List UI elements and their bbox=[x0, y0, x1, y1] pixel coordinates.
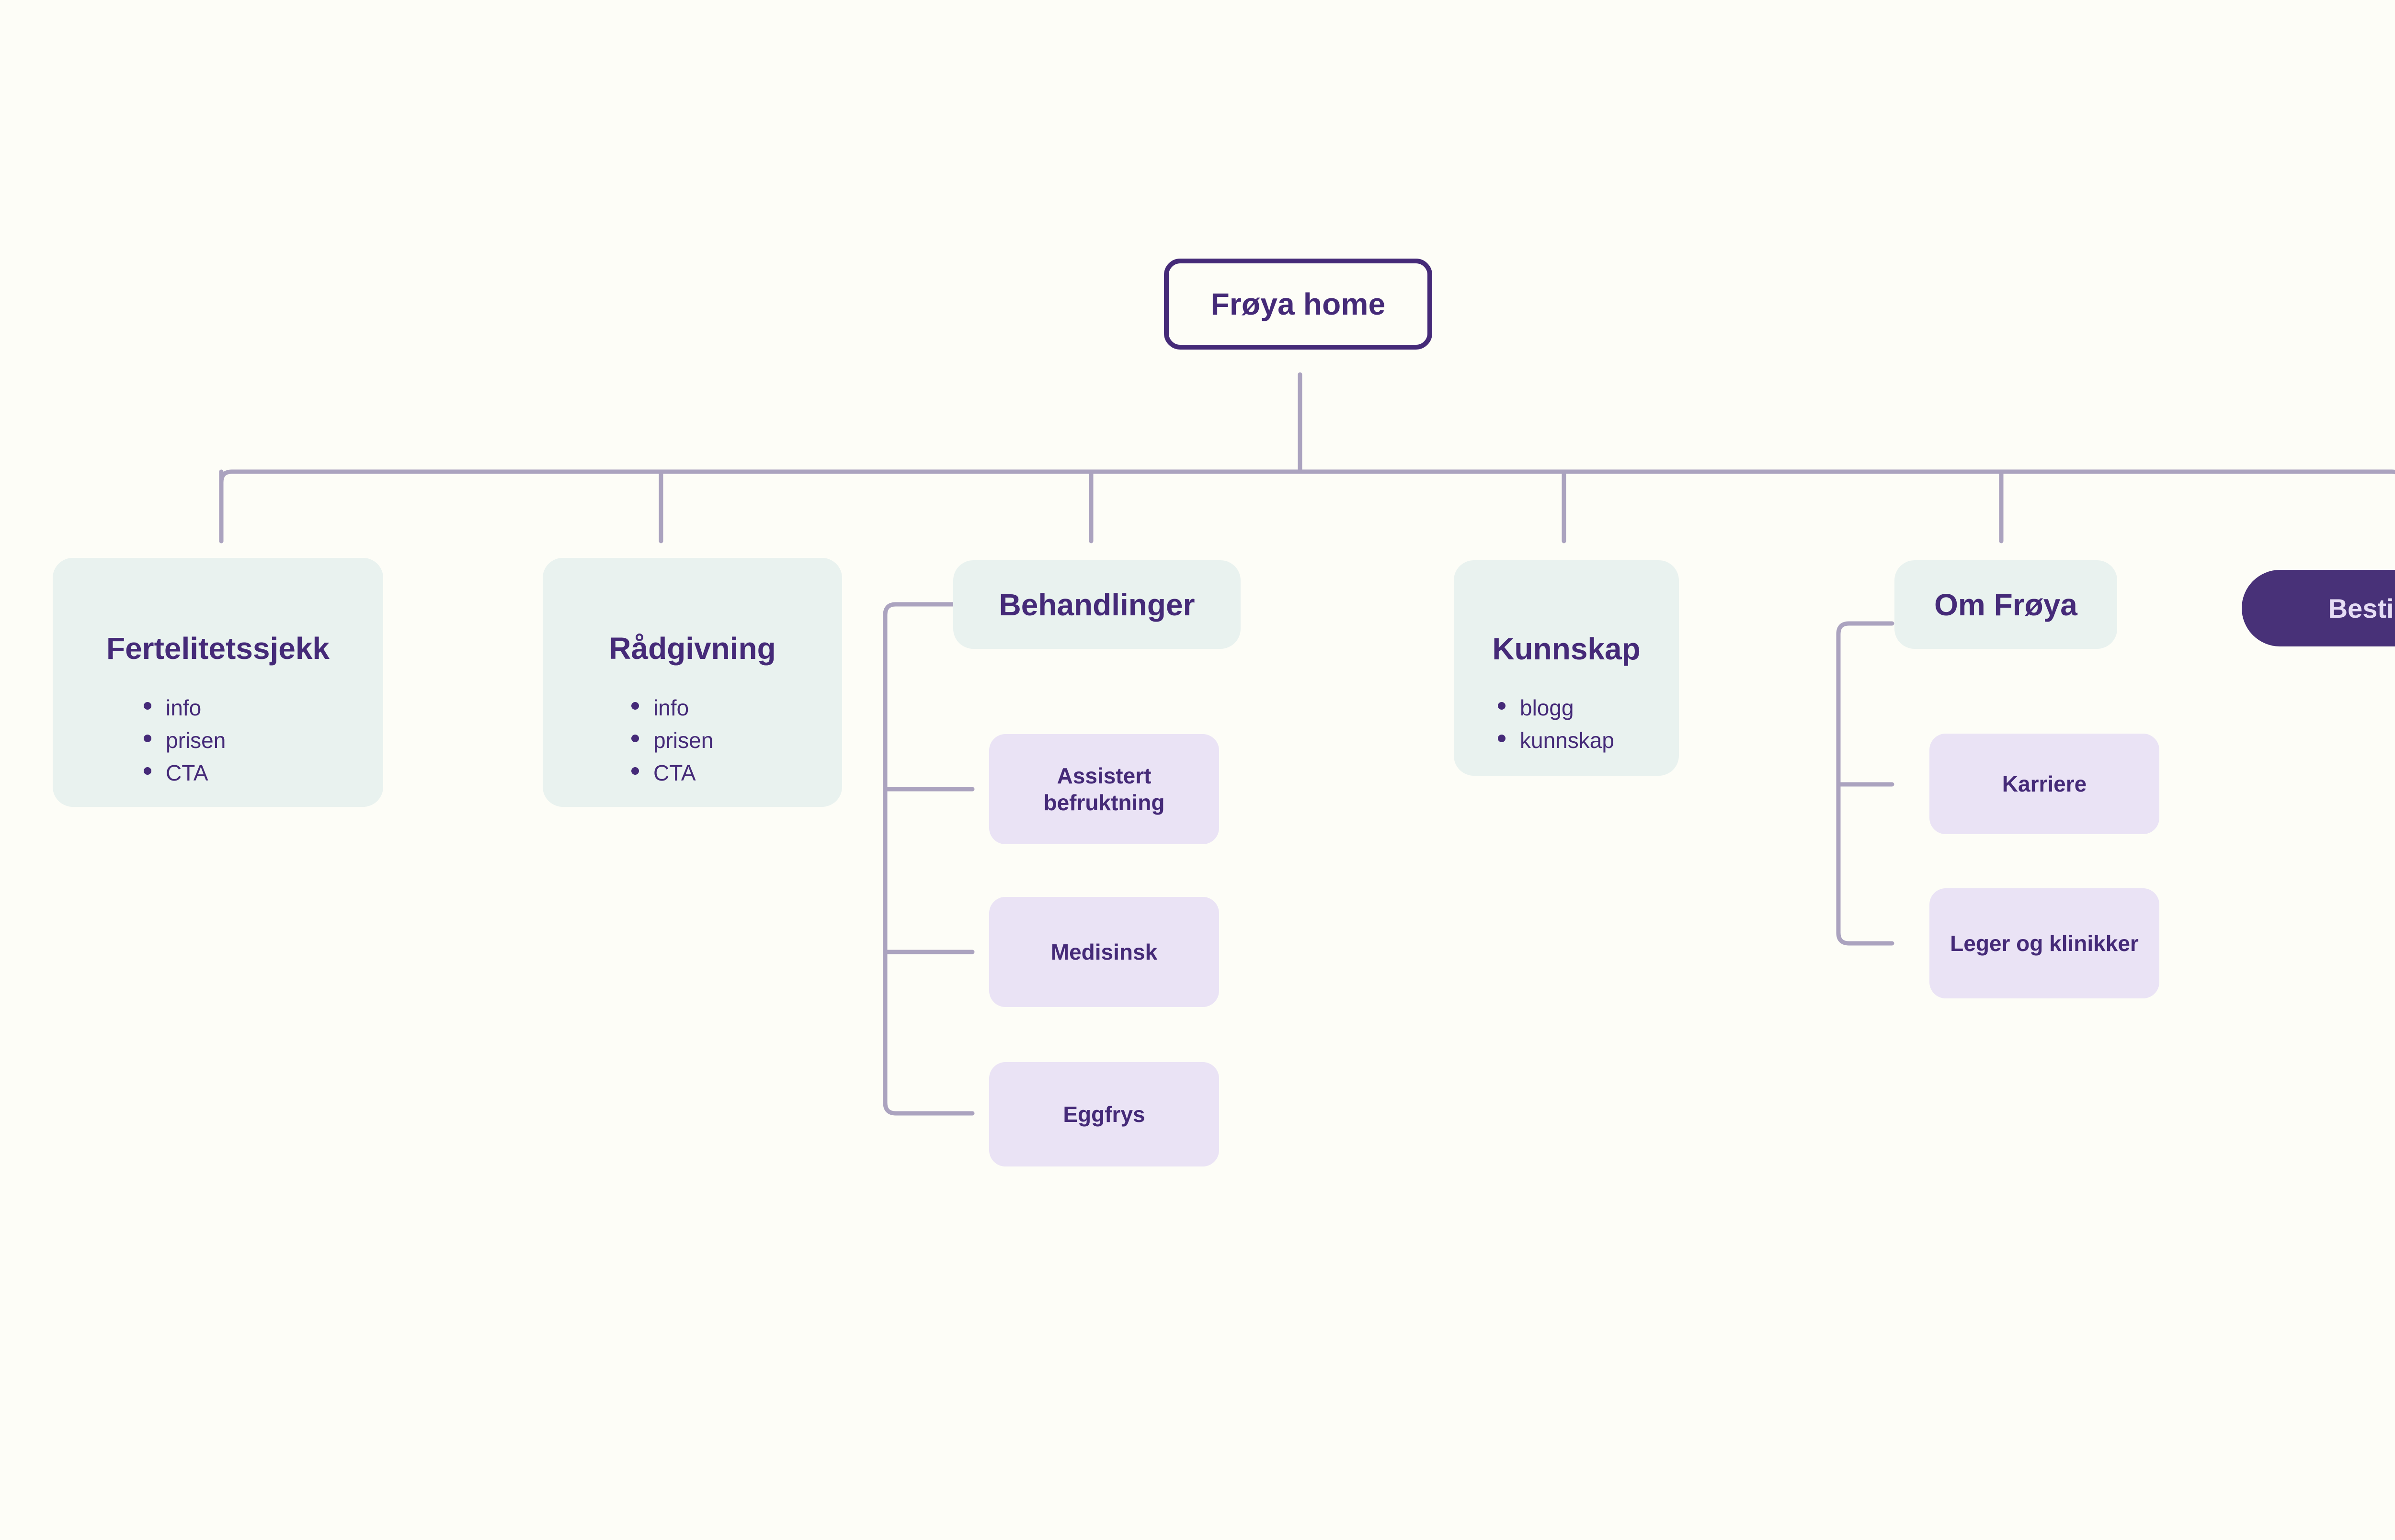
connector-om-froya-spine bbox=[1836, 621, 1894, 946]
bullet-label: info bbox=[653, 695, 689, 720]
list-item: blogg bbox=[1498, 697, 1614, 719]
bullet-dot-icon bbox=[631, 702, 639, 710]
bullet-label: prisen bbox=[653, 728, 714, 753]
leaf-label-karriere: Karriere bbox=[2002, 771, 2087, 796]
node-behandlinger[interactable]: Behandlinger bbox=[953, 560, 1241, 649]
bullet-dot-icon bbox=[144, 767, 151, 775]
node-medisinsk[interactable]: Medisinsk bbox=[989, 897, 1219, 1007]
list-item: CTA bbox=[631, 762, 713, 784]
list-item: kunnskap bbox=[1498, 729, 1614, 751]
leaf-label-assistert-befruktning: Assistert befruktning bbox=[1043, 763, 1165, 815]
section-title-radgivning: Rådgivning bbox=[609, 631, 776, 666]
node-leger-og-klinikker[interactable]: Leger og klinikker bbox=[1929, 888, 2159, 998]
leaf-label-leger-og-klinikker: Leger og klinikker bbox=[1950, 930, 2139, 956]
bullet-dot-icon bbox=[144, 702, 151, 710]
list-item: prisen bbox=[631, 729, 713, 751]
bullet-label: info bbox=[166, 695, 202, 720]
section-title-fertilitetssjekk: Fertelitetssjekk bbox=[106, 631, 330, 666]
bullet-label: CTA bbox=[653, 760, 696, 785]
bestill-time-button[interactable]: Bestill time bbox=[2242, 570, 2395, 646]
bullet-list-kunnskap: blogg kunnskap bbox=[1498, 697, 1614, 762]
connector-bus bbox=[219, 469, 2395, 544]
bullet-dot-icon bbox=[631, 735, 639, 742]
bullet-label: prisen bbox=[166, 728, 226, 753]
bullet-label: blogg bbox=[1520, 695, 1574, 720]
bullet-dot-icon bbox=[1498, 702, 1505, 710]
node-root[interactable]: Frøya home bbox=[1164, 259, 1432, 350]
node-fertilitetssjekk[interactable]: Fertelitetssjekk info prisen CTA bbox=[53, 558, 383, 807]
bullet-label: kunnskap bbox=[1520, 728, 1614, 753]
list-item: CTA bbox=[144, 762, 226, 784]
section-title-om-froya: Om Frøya bbox=[1934, 587, 2077, 622]
node-radgivning[interactable]: Rådgivning info prisen CTA bbox=[543, 558, 842, 807]
node-eggfrys[interactable]: Eggfrys bbox=[989, 1062, 1219, 1166]
bullet-dot-icon bbox=[1498, 735, 1505, 742]
node-karriere[interactable]: Karriere bbox=[1929, 734, 2159, 834]
root-label: Frøya home bbox=[1210, 287, 1386, 321]
node-kunnskap[interactable]: Kunnskap blogg kunnskap bbox=[1454, 560, 1679, 776]
bullet-dot-icon bbox=[144, 735, 151, 742]
section-title-kunnskap: Kunnskap bbox=[1492, 632, 1641, 666]
bullet-list-radgivning: info prisen CTA bbox=[631, 697, 713, 794]
bullet-label: CTA bbox=[166, 760, 208, 785]
bestill-time-label: Bestill time bbox=[2328, 593, 2395, 623]
list-item: info bbox=[631, 697, 713, 719]
leaf-label-eggfrys: Eggfrys bbox=[1063, 1101, 1145, 1127]
section-title-behandlinger: Behandlinger bbox=[999, 587, 1195, 622]
connector-behandlinger-spine bbox=[883, 602, 975, 1116]
leaf-label-medisinsk: Medisinsk bbox=[1050, 939, 1158, 964]
list-item: info bbox=[144, 697, 226, 719]
node-om-froya[interactable]: Om Frøya bbox=[1894, 560, 2117, 649]
bullet-list-fertilitetssjekk: info prisen CTA bbox=[144, 697, 226, 794]
bullet-dot-icon bbox=[631, 767, 639, 775]
list-item: prisen bbox=[144, 729, 226, 751]
node-assistert-befruktning[interactable]: Assistert befruktning bbox=[989, 734, 1219, 844]
